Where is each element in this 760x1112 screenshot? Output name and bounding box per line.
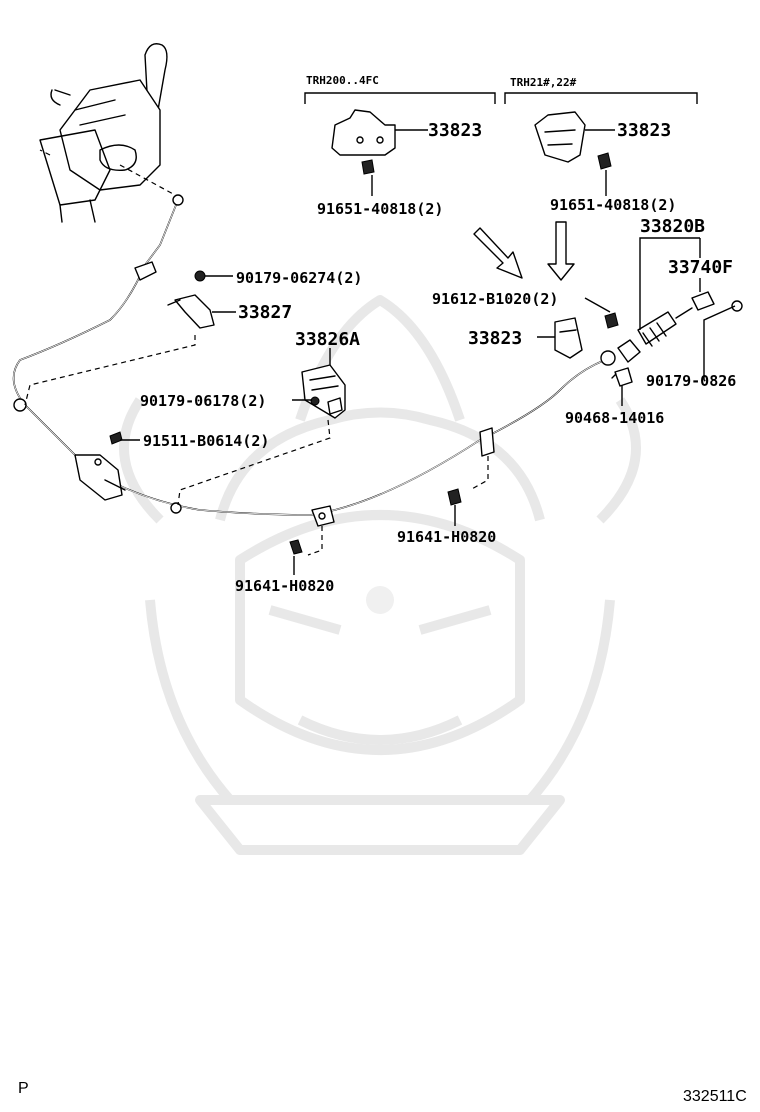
bracket-33823-a (331, 109, 396, 175)
variant-label-trh200: TRH200..4FC (306, 74, 379, 87)
variant-label-trh21: TRH21#,22# (510, 76, 577, 89)
label-91641-a: 91641-H0820 (397, 528, 496, 546)
label-90179-06274: 90179-06274(2) (236, 269, 362, 287)
label-91511: 91511-B0614(2) (143, 432, 269, 450)
label-33823-b: 33823 (617, 120, 671, 141)
label-90468: 90468-14016 (565, 409, 664, 427)
cable-mount-right (447, 427, 495, 506)
watermark-logo (119, 295, 641, 855)
label-33826a: 33826A (295, 329, 360, 350)
footer-figure-code: 332511C (683, 1088, 747, 1105)
part-labels: 33823 91651-40818(2) 33823 91651-40818(2… (140, 120, 736, 595)
cable-end-33820b (600, 291, 743, 387)
footer-page-marker: P (18, 1080, 29, 1097)
label-91651-b: 91651-40818(2) (550, 196, 676, 214)
clip-33827 (24, 270, 215, 406)
label-91641-b: 91641-H0820 (235, 577, 334, 595)
label-33823-c: 33823 (468, 328, 522, 349)
label-33827: 33827 (238, 302, 292, 323)
flow-arrows (473, 221, 575, 281)
variant-brackets: TRH200..4FC TRH21#,22# (304, 74, 698, 104)
label-90179-0826: 90179-0826 (646, 372, 736, 390)
cable-mount-middle (289, 505, 335, 556)
cable-mount-left (74, 454, 126, 501)
bracket-33823-c (554, 312, 619, 359)
label-33740f: 33740F (668, 257, 733, 278)
label-91651-a: 91651-40818(2) (317, 200, 443, 218)
leader-lines (120, 129, 736, 575)
bracket-33826a (177, 364, 346, 506)
bracket-33823-b (534, 111, 612, 170)
label-33823-a: 33823 (428, 120, 482, 141)
label-33820b: 33820B (640, 216, 705, 237)
label-91612: 91612-B1020(2) (432, 290, 558, 308)
shift-cable (12, 194, 606, 516)
shift-lever-assembly (39, 43, 176, 223)
label-90179-06178: 90179-06178(2) (140, 392, 266, 410)
